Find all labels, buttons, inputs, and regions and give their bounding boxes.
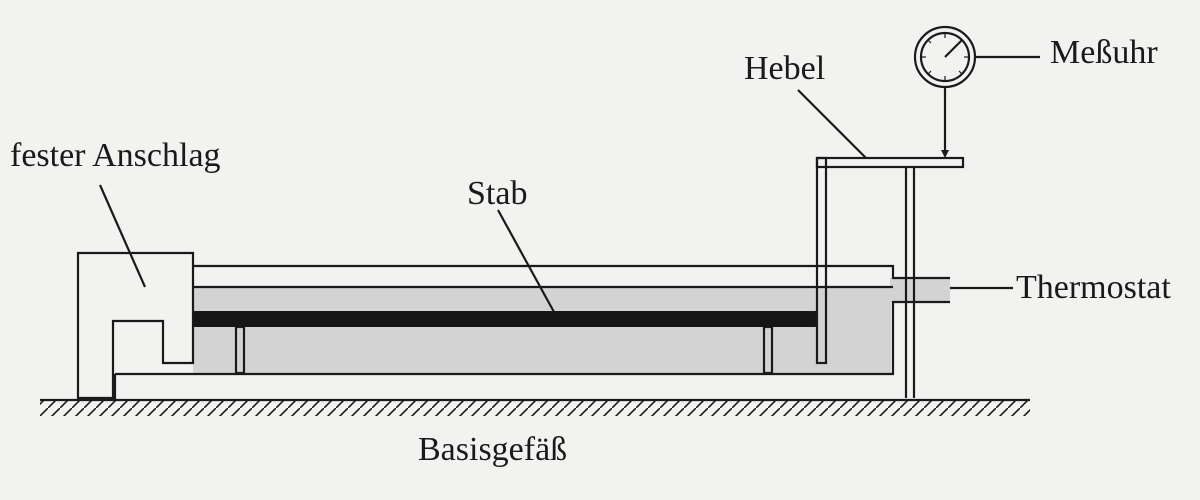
trough: [113, 264, 950, 400]
lever: [815, 156, 965, 365]
leader-lever: [797, 89, 867, 159]
lever-horizontal-arm: [815, 156, 965, 169]
dial-gauge-probe-tip: [941, 150, 949, 158]
rod-support-right: [762, 325, 774, 375]
thermostat-inlet-liquid: [890, 278, 950, 302]
trough-liquid: [193, 287, 891, 375]
leader-rod: [497, 209, 555, 313]
trough-wall: [193, 264, 950, 280]
label-dial-gauge: Meßuhr: [1050, 34, 1158, 71]
label-thermostat: Thermostat: [1016, 269, 1171, 306]
fixed-stop-block: [76, 251, 195, 400]
trough-wall-lower: [115, 300, 950, 376]
rod-support-left: [234, 325, 246, 375]
base-vessel: [40, 398, 1030, 416]
base-hatching: [40, 400, 1030, 416]
leader-lines: [98, 55, 1040, 313]
label-base-vessel: Basisgefäß: [418, 431, 567, 468]
label-rod: Stab: [467, 175, 527, 212]
leader-fixed-stop: [98, 184, 147, 288]
dial-gauge: [913, 25, 977, 158]
label-fixed-stop: fester Anschlag: [10, 137, 221, 174]
dial-gauge-needle: [944, 39, 963, 58]
label-lever: Hebel: [744, 50, 825, 87]
support-post: [904, 167, 916, 398]
rod: [193, 311, 817, 327]
